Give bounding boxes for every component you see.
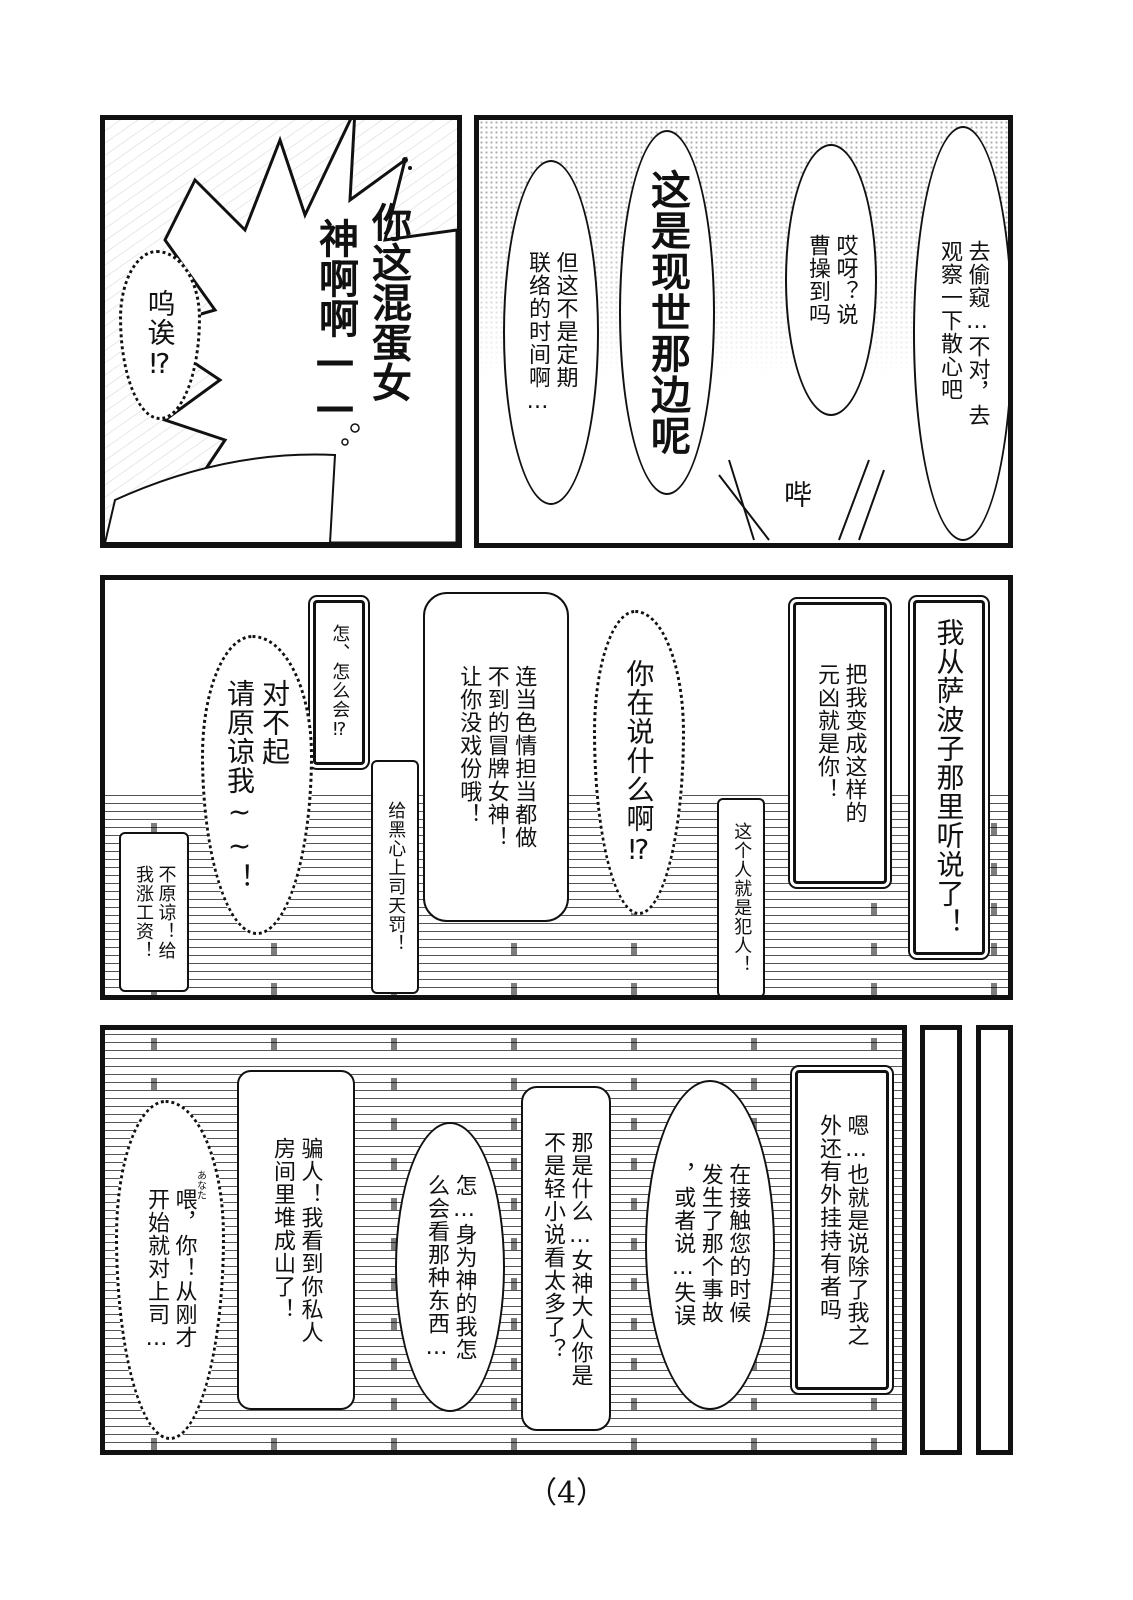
sfx-lines [718,459,885,541]
page-number: （4） [526,1476,607,1511]
furigana-ruby: あなた [194,1170,206,1200]
empty-narrow-panel-2 [976,1025,1013,1455]
shout-text-1: 你这混蛋女 [365,202,411,402]
speech-bubble-accident: 在接触您的时候 发生了那个事故 ，或者说…失误 [645,1080,775,1410]
speech-bubble-denial: 怎…身为神的我怎 么会看那种东西… [395,1122,505,1412]
speech-bubble-sorry: 对不起 请原谅我~~！ [201,635,313,935]
panel-4: 嗯…也就是说除了我之 外还有外挂持有者吗 在接触您的时候 发生了那个事故 ，或者… [100,1025,907,1455]
speech-bubble-heard-from-sapoko: 我从萨波子那里听说了！ [913,600,985,955]
speech-bubble-other-cheater: 嗯…也就是说除了我之 外还有外挂持有者吗 [795,1070,889,1390]
empty-narrow-panel-1 [920,1025,962,1455]
panel-2: 去偷窥…不对，去 观察一下散心吧 哎呀？说 曹操到吗 这是现世那边呢 但这不是定… [474,115,1013,548]
speech-bubble-speak-of-devil: 哎呀？说 曹操到吗 [785,144,877,416]
speech-bubble-how-could-it-be: 怎、怎么会⁉ [313,600,365,765]
reaction-bubble: 呜诶⁉ [119,250,201,420]
shout-text-2: 神啊啊—— [312,218,358,430]
speech-bubble-fake-goddess: 连当色情担当都做 不到的冒牌女神！ 让你没戏份哦！ [423,592,569,922]
caption-no-forgiveness: 不原谅！给 我涨工资！ [119,832,189,992]
speech-bubble-peek: 去偷窥…不对，去 观察一下散心吧 [913,126,1008,541]
sfx-beep: 哔 [780,480,813,508]
speech-bubble-light-novels: 那是什么…女神大人你是 不是轻小说看太多了？ [521,1086,611,1431]
speech-bubble-what-are-you-saying: 你在说什么啊⁉ [593,610,685,915]
caption-this-is-the-culprit: 这个人就是犯人！ [717,798,765,995]
panel-1: 你这混蛋女 神啊啊—— 呜诶⁉ [100,115,462,548]
speech-bubble-real-world: 这是现世那边呢 [619,130,715,495]
panel-3: 我从萨波子那里听说了！ 把我变成这样的 元凶就是你！ 这个人就是犯人！ 你在说什… [100,575,1013,1000]
speech-bubble-hey-you: 喂，你！从刚才 开始就对上司… [115,1100,225,1440]
speech-bubble-not-scheduled: 但这不是定期 联络的时间啊… [503,160,599,505]
speech-bubble-culprit-is-you: 把我变成这样的 元凶就是你！ [793,602,887,884]
caption-divine-punishment: 给黑心上司天罚！ [371,760,419,994]
speech-bubble-piles-in-room: 骗人！我看到你私人 房间里堆成山了！ [237,1070,355,1410]
